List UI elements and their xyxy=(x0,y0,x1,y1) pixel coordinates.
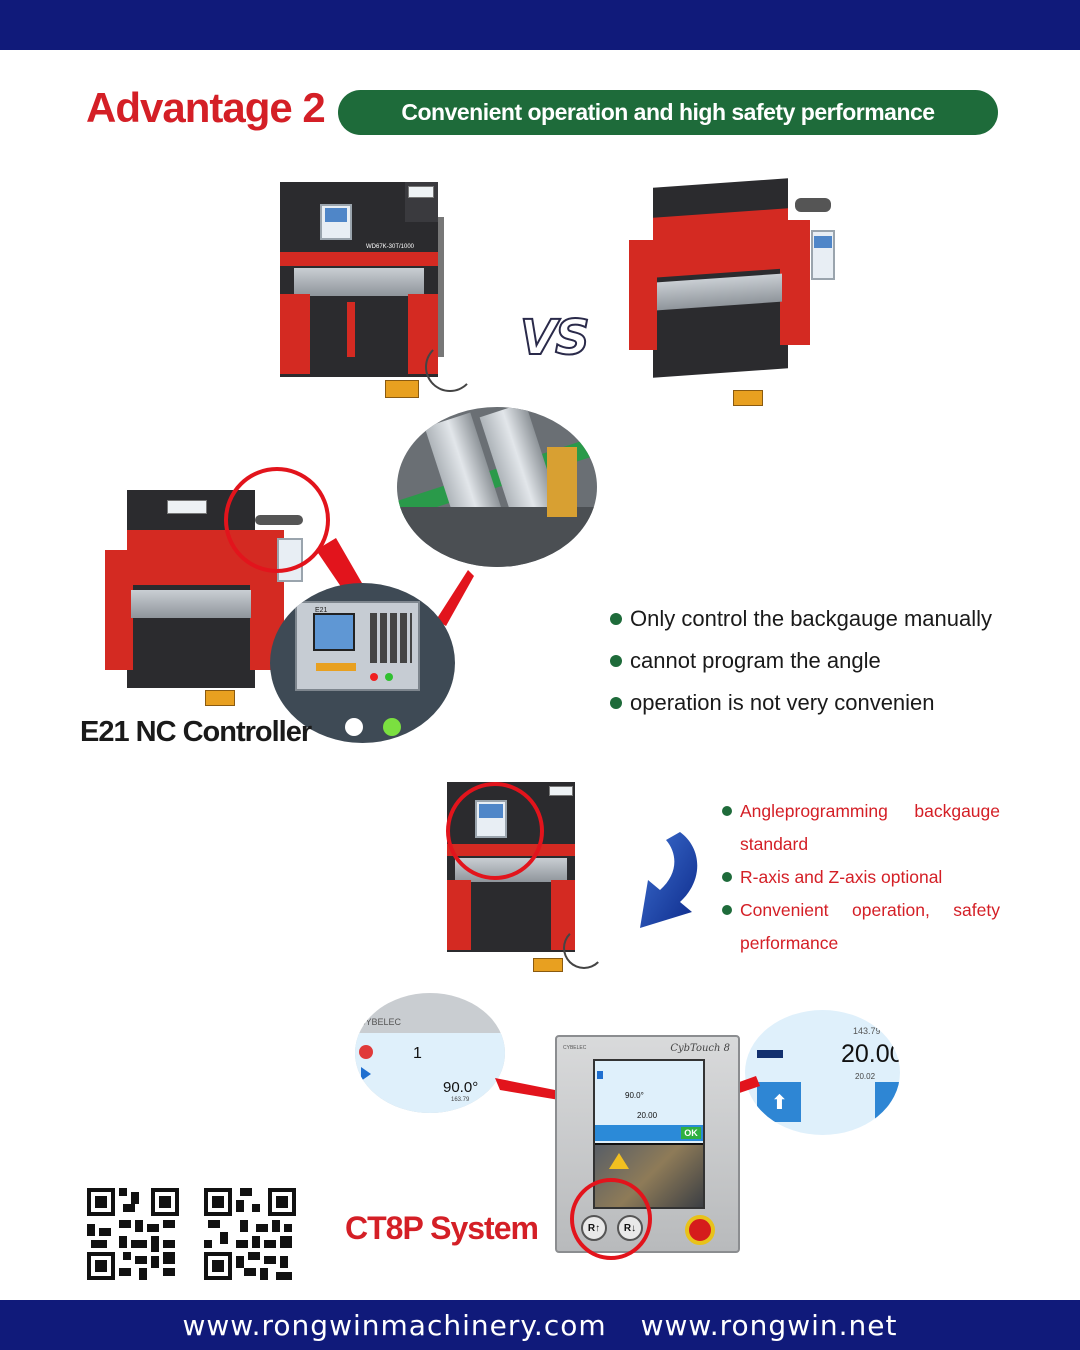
highlight-ring-e21 xyxy=(224,467,330,573)
advantage-title: Advantage 2 xyxy=(86,84,326,131)
e21-feature-item: operation is not very convenien xyxy=(610,682,1010,724)
zoom-ct8p-screen-left: CYBELEC 1 90.0° 163.79 xyxy=(355,993,505,1113)
qr-code-icon xyxy=(87,1188,179,1280)
ct8p-feature-item: Convenient operation, safety performance xyxy=(722,894,1000,960)
zoom-e21-controller: E21 xyxy=(270,583,455,743)
advantage-subtitle-pill: Convenient operation and high safety per… xyxy=(338,90,998,135)
ct-brand: CybTouch 8 xyxy=(670,1043,730,1054)
bullet-icon xyxy=(610,655,622,667)
e21-controller-label: E21 NC Controller xyxy=(80,716,312,748)
bullet-icon xyxy=(722,905,732,915)
emergency-stop-button[interactable] xyxy=(685,1215,715,1245)
callout-wedge-rail xyxy=(436,570,474,626)
zoom-backgauge-rail xyxy=(397,407,597,567)
highlight-ring-ct8p xyxy=(446,782,544,880)
ct8p-system-label: CT8P System xyxy=(345,1210,539,1246)
bullet-icon xyxy=(610,697,622,709)
ct8p-feature-list: Angleprogramming backgauge standard R-ax… xyxy=(722,795,1000,960)
arrow-up-icon: ⬆ xyxy=(771,1092,788,1114)
vs-label: VS xyxy=(519,309,591,367)
top-banner xyxy=(0,0,1080,50)
e21-feature-list: Only control the backgauge manually cann… xyxy=(610,598,1010,724)
e21-feature-item: cannot program the angle xyxy=(610,640,1010,682)
curved-down-arrow-icon xyxy=(640,832,698,928)
bullet-icon xyxy=(722,872,732,882)
highlight-ring-r-buttons xyxy=(570,1178,652,1260)
zoom-ct8p-screen-right: 143.79 20.00 20.02 ⬆ xyxy=(745,1010,900,1135)
footer-website-2[interactable]: www.rongwin.net xyxy=(640,1308,898,1342)
ct8p-feature-item: R-axis and Z-axis optional xyxy=(722,861,1000,894)
footer-banner: www.rongwinmachinery.com www.rongwin.net xyxy=(0,1300,1080,1350)
press-brake-machine-front: WD67K-30T/1000 xyxy=(280,182,480,407)
footer-website-1[interactable]: www.rongwinmachinery.com xyxy=(182,1308,607,1342)
bullet-icon xyxy=(722,806,732,816)
press-brake-machine-angled xyxy=(625,178,850,410)
advantage-subtitle: Convenient operation and high safety per… xyxy=(401,99,935,125)
bullet-icon xyxy=(610,613,622,625)
ct-maker: CYBELEC xyxy=(563,1045,587,1051)
e21-feature-item: Only control the backgauge manually xyxy=(610,598,1010,640)
ct8p-feature-item: Angleprogramming backgauge standard xyxy=(722,795,1000,861)
e21-screen-label: E21 xyxy=(315,607,328,614)
qr-code-icon xyxy=(204,1188,296,1280)
machine-plate: WD67K-30T/1000 xyxy=(366,244,415,250)
